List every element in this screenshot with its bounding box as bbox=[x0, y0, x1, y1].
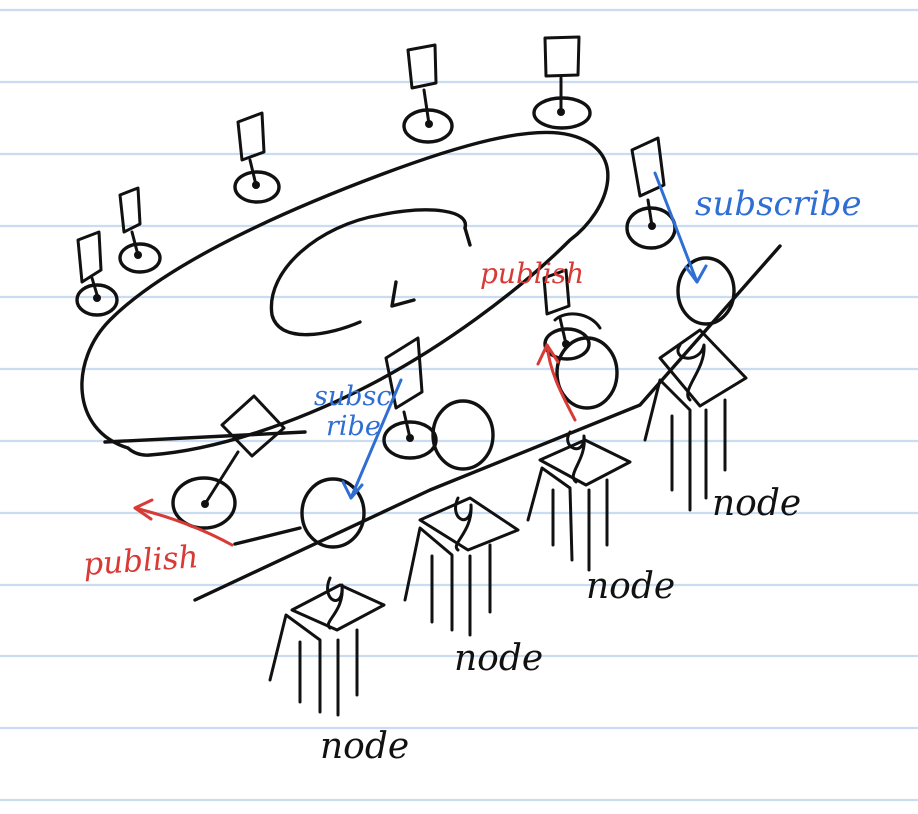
subscribe-label-center-line2: ribe bbox=[326, 411, 381, 442]
person-icon bbox=[403, 399, 520, 637]
subscribe-label: subscribe bbox=[695, 184, 862, 224]
publish-label-center: publish bbox=[480, 257, 584, 290]
subscribe-label-center-line1: subsc bbox=[314, 381, 392, 412]
message-flag-icon bbox=[625, 136, 677, 250]
arrow-icon bbox=[133, 498, 154, 521]
person-icon bbox=[526, 312, 632, 572]
node-label: node bbox=[320, 726, 409, 767]
message-flag-icon bbox=[542, 268, 591, 361]
arrow-icon bbox=[133, 506, 234, 547]
labels: subscribe subsc ribe publish publish nod… bbox=[82, 184, 862, 767]
message-flag-icon bbox=[118, 186, 162, 274]
publish-arrows bbox=[133, 343, 577, 547]
paper-rules bbox=[0, 8, 918, 802]
subscribe-arrows bbox=[341, 171, 708, 500]
arrow-icon bbox=[545, 343, 577, 422]
message-flag-icon bbox=[171, 394, 286, 530]
person-icon bbox=[643, 256, 748, 512]
arrow-icon bbox=[684, 264, 708, 284]
arrow-icon bbox=[653, 171, 699, 284]
topic-ring-icon bbox=[80, 130, 610, 457]
arrow-icon bbox=[349, 378, 403, 500]
arrow-icon bbox=[341, 480, 364, 500]
table-edge bbox=[103, 244, 782, 602]
message-flags bbox=[75, 35, 677, 530]
message-flag-icon bbox=[382, 336, 438, 460]
publish-label-left: publish bbox=[82, 539, 200, 583]
message-flag-icon bbox=[532, 35, 592, 130]
node-people bbox=[268, 256, 748, 717]
message-flag-icon bbox=[402, 43, 454, 144]
person-icon bbox=[268, 477, 386, 717]
message-flag-icon bbox=[75, 230, 119, 317]
message-flag-icon bbox=[233, 111, 281, 204]
node-label: node bbox=[454, 638, 543, 679]
node-label: node bbox=[586, 566, 675, 607]
node-label: node bbox=[712, 483, 801, 524]
arrow-icon bbox=[536, 343, 560, 366]
